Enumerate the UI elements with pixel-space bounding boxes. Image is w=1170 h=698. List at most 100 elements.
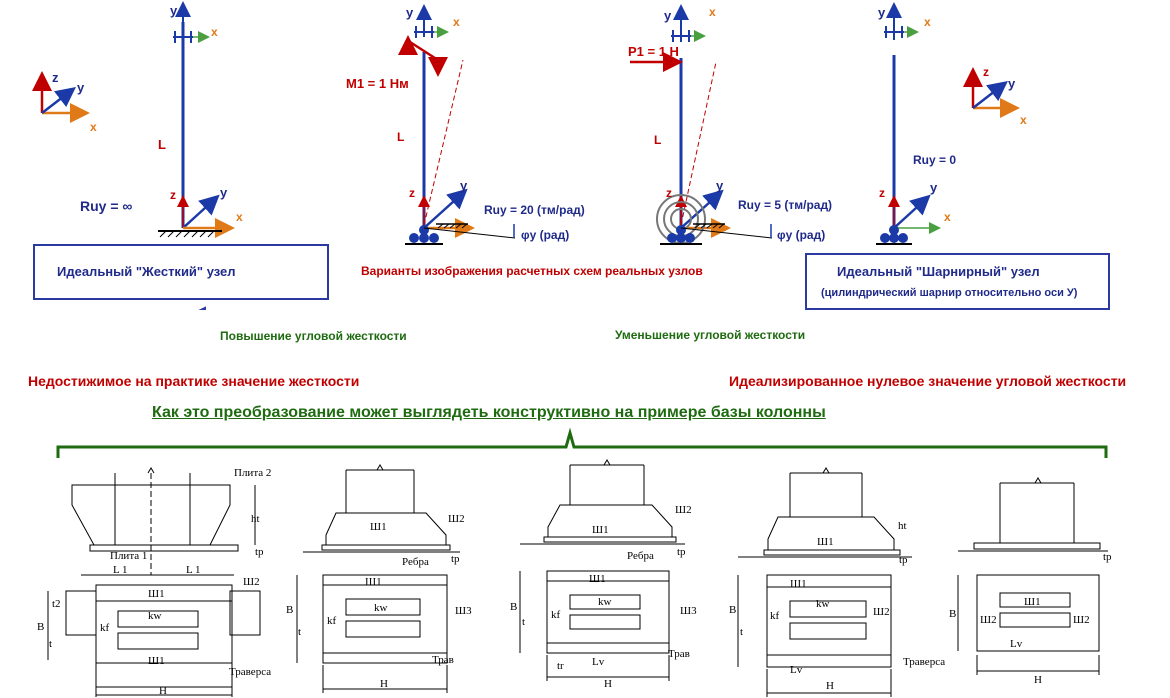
force-load-label: P1 = 1 Н <box>628 44 679 59</box>
moment-y-label: y <box>406 5 414 20</box>
d1-b-label: B <box>37 621 44 633</box>
rigid-node-box: Идеальный "Жесткий" узел <box>33 244 329 300</box>
d1-plate1-label: Плита 1 <box>110 550 147 562</box>
rigid-y-label: y <box>170 3 178 18</box>
d2-tp-label: tp <box>451 553 460 565</box>
axis-triad-right <box>963 67 1020 118</box>
d3-h-label: H <box>604 678 612 690</box>
drawing-3 <box>519 459 685 681</box>
d4-sh1b-label: Ш1 <box>790 578 807 590</box>
curly-brace <box>56 427 1108 458</box>
variants-caption: Варианты изображения расчетных схем реал… <box>361 264 703 278</box>
hinged-x2-label: x <box>944 210 951 224</box>
rigid-length-label: L <box>158 137 166 152</box>
d5-b-label: B <box>949 608 956 620</box>
left-arrow-shape <box>198 306 206 310</box>
d3-lv-label: Lv <box>592 656 605 668</box>
d1-kf-label: kf <box>100 622 110 634</box>
rigid-z-label: z <box>170 188 176 202</box>
hinged-node-box: Идеальный "Шарнирный" узел (цилиндрическ… <box>805 253 1110 310</box>
d1-t2-label: t2 <box>52 598 61 610</box>
axis-triad-left <box>32 71 90 123</box>
left-arrow-label: Повышение угловой жесткости <box>220 329 407 343</box>
moment-length-label: L <box>397 130 405 144</box>
d5-sh2b-label: Ш2 <box>1073 614 1090 626</box>
d4-ht-label: ht <box>898 520 907 532</box>
moment-x-label: x <box>453 15 460 29</box>
d5-sh2a-label: Ш2 <box>980 614 997 626</box>
drawing-4 <box>737 467 912 697</box>
force-y2-label: y <box>716 178 724 193</box>
d4-tp-label: tp <box>899 554 908 566</box>
d2-t-label: t <box>298 626 301 638</box>
rigid-ruy-label: Ruy = ∞ <box>80 198 133 214</box>
d2-sh1b-label: Ш1 <box>365 576 382 588</box>
d3-tr-label: tr <box>557 660 564 672</box>
triad1-y-label: y <box>77 80 85 95</box>
triad2-x-label: x <box>1020 113 1027 127</box>
d2-sh3-label: Ш3 <box>455 605 472 617</box>
d2-trav-label: Трав <box>432 654 454 666</box>
d2-sh2-label: Ш2 <box>448 513 465 525</box>
force-column-scheme <box>630 4 773 245</box>
d1-tp-label: tp <box>255 546 264 558</box>
d2-sh1a-label: Ш1 <box>370 521 387 533</box>
rigid-column-scheme <box>158 1 235 238</box>
d3-sh1b-label: Ш1 <box>589 573 606 585</box>
force-x-label: x <box>709 5 716 19</box>
drawing-1 <box>47 467 261 697</box>
d3-sh2-label: Ш2 <box>675 504 692 516</box>
d1-plate2-label: Плита 2 <box>234 467 271 479</box>
d1-l1a-label: L 1 <box>113 564 128 576</box>
drawings-canvas: Плита 2 Плита 1 L 1 L 1 ht tp t2 Ш2 kw k… <box>37 427 1112 697</box>
triad1-x-label: x <box>90 120 97 134</box>
rigid-x2-label: x <box>236 210 243 224</box>
left-note: Недостижимое на практике значение жестко… <box>28 373 360 389</box>
moment-load-label: M1 = 1 Нм <box>346 76 409 91</box>
d4-traversa-label: Траверса <box>903 656 945 668</box>
d5-sh1-label: Ш1 <box>1024 596 1041 608</box>
drawing-5 <box>957 477 1108 675</box>
moment-stiffness-label: Ruy = 20 (тм/рад) <box>484 203 585 217</box>
d1-l1b-label: L 1 <box>186 564 201 576</box>
force-stiffness-label: Ruy = 5 (тм/рад) <box>738 198 833 212</box>
d1-sh1a-label: Ш1 <box>148 588 165 600</box>
drawing-2 <box>296 464 460 693</box>
d4-kf-label: kf <box>770 610 780 622</box>
triad2-y-label: y <box>1008 76 1016 91</box>
d4-lv-label: Lv <box>790 664 803 676</box>
d4-sh1a-label: Ш1 <box>817 536 834 548</box>
d5-lv-label: Lv <box>1010 638 1023 650</box>
section-heading: Как это преобразование может выглядеть к… <box>152 404 826 421</box>
d5-tp-label: tp <box>1103 551 1112 563</box>
force-phi-label: φy (рад) <box>777 228 826 242</box>
schemes-canvas <box>32 1 1020 310</box>
hinged-y-label: y <box>878 5 886 20</box>
d1-h-label: H <box>159 685 167 697</box>
hinged-node-text: Идеальный "Шарнирный" узел <box>837 264 1040 279</box>
triad1-z-label: z <box>52 70 59 85</box>
d3-kf-label: kf <box>551 609 561 621</box>
d3-rebra-label: Ребра <box>627 550 654 562</box>
d1-ht-label: ht <box>251 513 260 525</box>
force-z-label: z <box>666 186 672 200</box>
hinged-ruy-label: Ruy = 0 <box>913 153 957 167</box>
moment-y2-label: y <box>460 178 468 193</box>
triad2-z-label: z <box>983 65 989 79</box>
d1-kw-label: kw <box>148 610 162 622</box>
d2-b-label: B <box>286 604 293 616</box>
rigid-y2-label: y <box>220 185 228 200</box>
d3-trav-label: Трав <box>668 648 690 660</box>
rigid-x-label: x <box>211 25 218 39</box>
d1-traversa-label: Траверса <box>229 666 271 678</box>
d1-sh2-label: Ш2 <box>243 576 260 588</box>
hinged-node-subtext: (цилиндрический шарнир относительно оси … <box>821 287 1078 299</box>
d2-h-label: H <box>380 678 388 690</box>
d4-sh2-label: Ш2 <box>873 606 890 618</box>
d5-h-label: H <box>1034 674 1042 686</box>
d3-t-label: t <box>522 616 525 628</box>
d1-t-label: t <box>49 638 52 650</box>
moment-z-label: z <box>409 186 415 200</box>
force-y-label: y <box>664 8 672 23</box>
hinged-z-label: z <box>879 186 885 200</box>
